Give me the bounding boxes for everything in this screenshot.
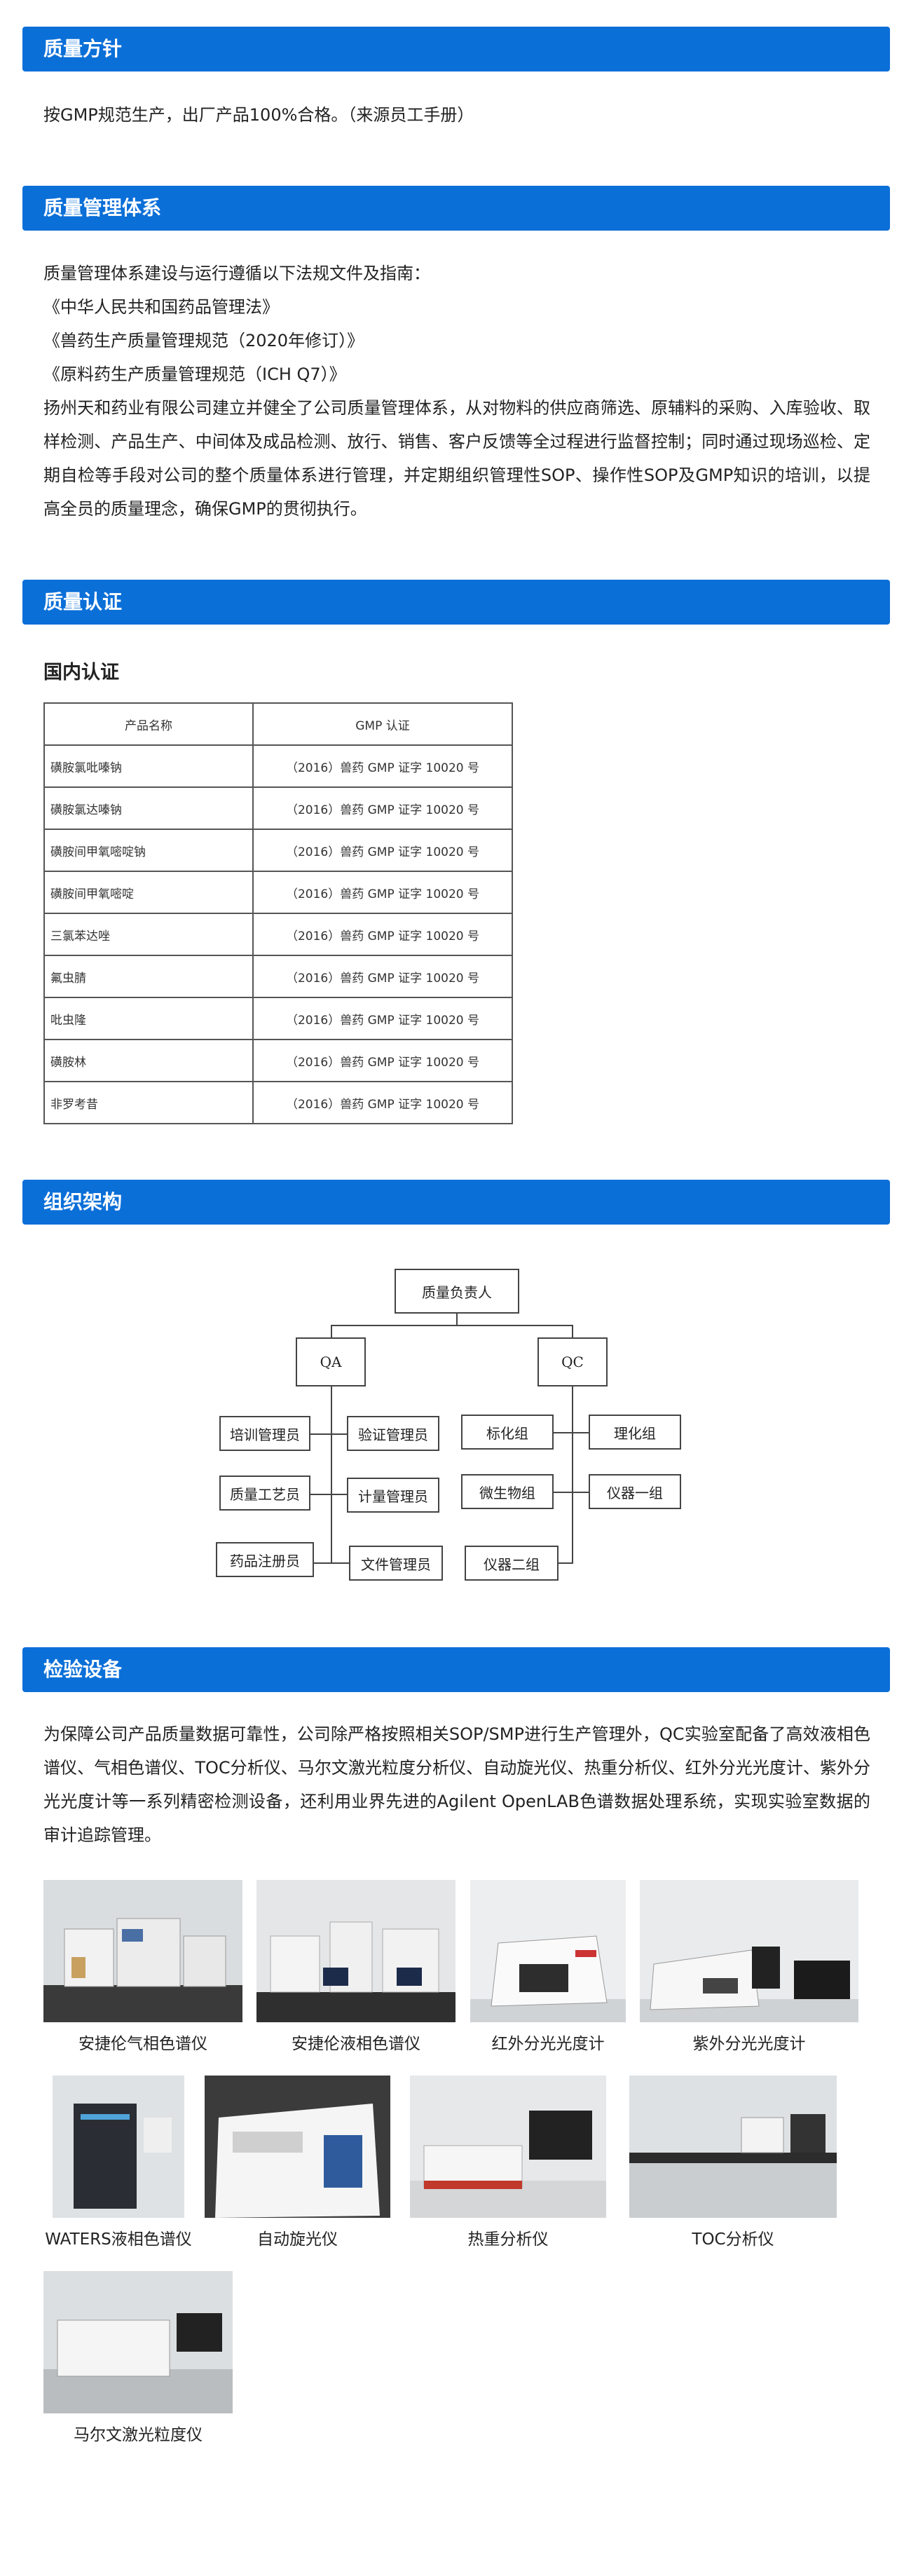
gmp-cert: （2016）兽药 GMP 证字 10020 号 bbox=[252, 997, 513, 1040]
product-name: 非罗考昔 bbox=[43, 1081, 254, 1124]
table-row: 磺胺间甲氧嘧啶钠（2016）兽药 GMP 证字 10020 号 bbox=[43, 829, 513, 872]
regulation-item: 《原料药生产质量管理规范（ICH Q7）》 bbox=[43, 364, 346, 384]
domestic-certification-title: 国内认证 bbox=[43, 662, 119, 683]
equipment-paragraph: 为保障公司产品质量数据可靠性，公司除严格按照相关SOP/SMP进行生产管理外，Q… bbox=[43, 1724, 870, 1845]
caption: 安捷伦气相色谱仪 bbox=[78, 2035, 207, 2053]
table-row: 吡虫隆（2016）兽药 GMP 证字 10020 号 bbox=[43, 997, 513, 1040]
caption: 红外分光光度计 bbox=[491, 2035, 605, 2053]
gmp-cert: （2016）兽药 GMP 证字 10020 号 bbox=[252, 786, 513, 830]
photo-waters-lc bbox=[53, 2076, 184, 2218]
photo-uv-spectrophotometer bbox=[640, 1880, 858, 2022]
connector-line bbox=[331, 1325, 332, 1337]
connector-line bbox=[331, 1386, 332, 1564]
connector-line bbox=[310, 1433, 347, 1435]
product-name: 磺胺间甲氧嘧啶钠 bbox=[43, 829, 254, 872]
section-header-organization: 组织架构 bbox=[22, 1180, 890, 1225]
gmp-cert: （2016）兽药 GMP 证字 10020 号 bbox=[252, 1081, 513, 1124]
table-row: 三氯苯达唑（2016）兽药 GMP 证字 10020 号 bbox=[43, 913, 513, 956]
table-row: 磺胺氯吡嗪钠（2016）兽药 GMP 证字 10020 号 bbox=[43, 744, 513, 788]
org-node: 微生物组 bbox=[461, 1474, 554, 1509]
photo-toc-analyzer bbox=[629, 2076, 837, 2218]
gmp-cert: （2016）兽药 GMP 证字 10020 号 bbox=[252, 829, 513, 872]
photo-thermogravimetric-analyzer bbox=[410, 2076, 606, 2218]
org-node-qc: QC bbox=[537, 1337, 608, 1386]
product-name: 磺胺氯达嗪钠 bbox=[43, 786, 254, 830]
photo-auto-polarimeter bbox=[205, 2076, 390, 2218]
org-node-qa: QA bbox=[296, 1337, 366, 1386]
product-name: 磺胺间甲氧嘧啶 bbox=[43, 871, 254, 914]
gmp-cert: （2016）兽药 GMP 证字 10020 号 bbox=[252, 1039, 513, 1082]
table-row: 磺胺氯达嗪钠（2016）兽药 GMP 证字 10020 号 bbox=[43, 786, 513, 830]
org-node: 计量管理员 bbox=[347, 1478, 439, 1513]
caption: WATERS液相色谱仪 bbox=[45, 2230, 192, 2249]
caption: 紫外分光光度计 bbox=[692, 2035, 806, 2053]
connector-line bbox=[572, 1325, 573, 1337]
table-header-row: 产品名称 GMP 认证 bbox=[43, 702, 513, 746]
regulation-item: 《中华人民共和国药品管理法》 bbox=[43, 297, 279, 317]
org-node: 仪器一组 bbox=[589, 1474, 681, 1509]
gmp-cert: （2016）兽药 GMP 证字 10020 号 bbox=[252, 955, 513, 998]
gmp-cert: （2016）兽药 GMP 证字 10020 号 bbox=[252, 744, 513, 788]
product-name: 磺胺氯吡嗪钠 bbox=[43, 744, 254, 788]
org-node: 药品注册员 bbox=[216, 1542, 314, 1577]
product-name: 磺胺林 bbox=[43, 1039, 254, 1082]
product-name: 吡虫隆 bbox=[43, 997, 254, 1040]
caption: 安捷伦液相色谱仪 bbox=[292, 2035, 420, 2053]
table-row: 磺胺间甲氧嘧啶（2016）兽药 GMP 证字 10020 号 bbox=[43, 871, 513, 914]
org-node: 标化组 bbox=[461, 1415, 554, 1450]
section-header-quality-policy: 质量方针 bbox=[22, 27, 890, 71]
column-header-product: 产品名称 bbox=[43, 702, 254, 746]
quality-policy-text: 按GMP规范生产，出厂产品100%合格。（来源员工手册） bbox=[43, 105, 474, 125]
caption: 马尔文激光粒度仪 bbox=[74, 2426, 203, 2444]
gmp-certification-table: 产品名称 GMP 认证 磺胺氯吡嗪钠（2016）兽药 GMP 证字 10020 … bbox=[43, 702, 513, 1124]
table-row: 氟虫腈（2016）兽药 GMP 证字 10020 号 bbox=[43, 955, 513, 998]
product-name: 氟虫腈 bbox=[43, 955, 254, 998]
photo-agilent-lc bbox=[256, 1880, 456, 2022]
photo-malvern-laser-particle-sizer bbox=[43, 2271, 233, 2413]
connector-line bbox=[456, 1314, 458, 1326]
gmp-cert: （2016）兽药 GMP 证字 10020 号 bbox=[252, 871, 513, 914]
org-node: 文件管理员 bbox=[349, 1546, 443, 1581]
connector-line bbox=[572, 1386, 573, 1564]
connector-line bbox=[554, 1432, 589, 1433]
product-name: 三氯苯达唑 bbox=[43, 913, 254, 956]
org-node: 验证管理员 bbox=[347, 1416, 439, 1451]
org-node: 质量工艺员 bbox=[219, 1476, 310, 1511]
org-node: 理化组 bbox=[589, 1415, 681, 1450]
column-header-gmp: GMP 认证 bbox=[252, 702, 513, 746]
connector-line bbox=[559, 1562, 573, 1564]
connector-line bbox=[331, 1325, 573, 1326]
regulation-item: 《兽药生产质量管理规范（2020年修订）》 bbox=[43, 331, 364, 350]
section-header-quality-system: 质量管理体系 bbox=[22, 186, 890, 231]
org-node: 培训管理员 bbox=[219, 1416, 310, 1451]
caption: TOC分析仪 bbox=[692, 2230, 774, 2249]
org-chart: 质量负责人 QA QC 培训管理员 质量工艺员 药品注册员 验证管理员 计量管理… bbox=[0, 1255, 911, 1591]
section-header-equipment: 检验设备 bbox=[22, 1647, 890, 1692]
photo-ir-spectrophotometer bbox=[470, 1880, 626, 2022]
org-node: 仪器二组 bbox=[465, 1546, 559, 1581]
caption: 热重分析仪 bbox=[467, 2230, 549, 2249]
connector-line bbox=[310, 1494, 347, 1495]
gmp-cert: （2016）兽药 GMP 证字 10020 号 bbox=[252, 913, 513, 956]
quality-system-paragraph: 扬州天和药业有限公司建立并健全了公司质量管理体系，从对物料的供应商筛选、原辅料的… bbox=[43, 398, 870, 519]
connector-line bbox=[554, 1492, 589, 1493]
caption: 自动旋光仪 bbox=[257, 2230, 338, 2249]
section-header-certification: 质量认证 bbox=[22, 580, 890, 625]
regulation-intro: 质量管理体系建设与运行遵循以下法规文件及指南： bbox=[43, 264, 430, 283]
table-row: 非罗考昔（2016）兽药 GMP 证字 10020 号 bbox=[43, 1081, 513, 1124]
org-node-quality-head: 质量负责人 bbox=[395, 1269, 519, 1314]
photo-agilent-gc bbox=[43, 1880, 242, 2022]
quality-system-lines: 质量管理体系建设与运行遵循以下法规文件及指南： 《中华人民共和国药品管理法》 《… bbox=[43, 257, 870, 526]
table-row: 磺胺林（2016）兽药 GMP 证字 10020 号 bbox=[43, 1039, 513, 1082]
connector-line bbox=[314, 1562, 349, 1564]
